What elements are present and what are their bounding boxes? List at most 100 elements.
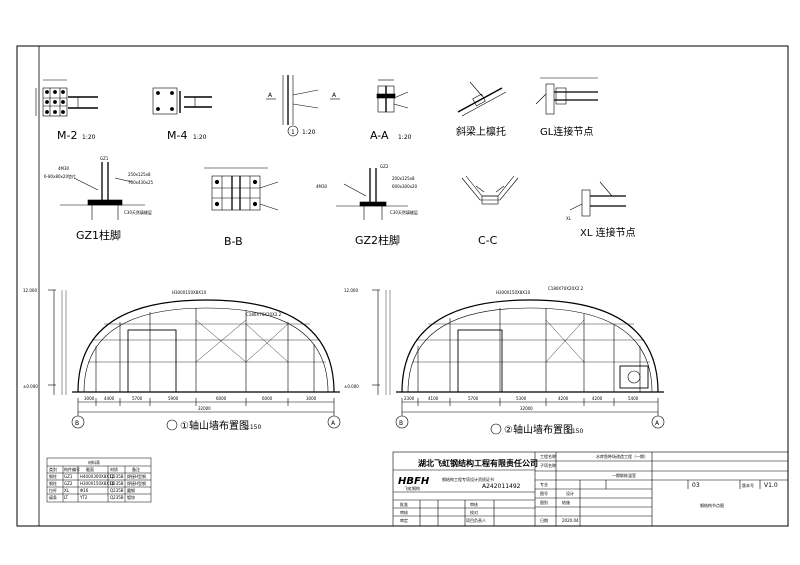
legend-header: 备注: [132, 466, 140, 472]
xl-tag: XL: [566, 216, 572, 221]
legend-cell: Q235B: [110, 481, 124, 486]
wall2-dim: 5300: [516, 396, 527, 401]
wall2-dim: 5700: [468, 396, 479, 401]
legend-header: 材质: [110, 466, 118, 472]
wall2-title: ②轴山墙布置图: [504, 423, 573, 436]
legend-cell: LT: [64, 495, 69, 500]
wall2-dim: 4200: [558, 396, 569, 401]
aa-scale: 1:20: [398, 134, 412, 141]
cc-name: C-C: [478, 234, 498, 247]
tb-mid-proof: 校对: [470, 509, 478, 515]
legend-table: [46, 457, 152, 503]
aa-name: A-A: [370, 129, 389, 142]
detail-cc: [461, 175, 519, 205]
company-logo-sub: 飞虹钢构: [404, 485, 420, 491]
legend-cell: 拉杆: [49, 487, 57, 493]
detail-aa: [376, 79, 409, 113]
outer-frame: [16, 45, 789, 527]
tb-drawing-name: 钢结构节点图: [700, 502, 724, 508]
m4-scale: 1:20: [193, 134, 207, 141]
detail-xl: [569, 181, 626, 217]
tb-date: 2020.04: [562, 518, 579, 523]
inner-frame: [38, 45, 789, 527]
legend-header: 构件编号: [64, 466, 80, 472]
detail-m2: [35, 79, 98, 117]
tb-ver: V1.0: [764, 482, 778, 489]
wall1-dim: 4400: [104, 396, 115, 401]
wall2-scale: 1:150: [566, 428, 583, 435]
legend-header-row: 类别 构件编号 截面 材质 备注: [49, 466, 140, 472]
legend-cell: Q235B: [110, 474, 124, 479]
detail-section-1: [266, 75, 340, 137]
wall2-cbar: C180X70X20X2.2: [548, 286, 584, 291]
cert-label: 钢结构工程专项设计资质证书: [442, 476, 494, 482]
wall1-elev-zero: ±0.000: [23, 384, 38, 389]
gz2-note-plate1: 200x125x8: [392, 176, 415, 181]
sec1-scale: 1:20: [302, 129, 316, 136]
legend-cell: Φ16: [80, 488, 89, 493]
legend-cell: H300X150X8X10: [80, 481, 115, 486]
detail-m4: [152, 87, 212, 115]
m4-name: M-4: [167, 129, 187, 142]
legend-cell: Q235B: [110, 488, 124, 493]
legend-cell: YT2: [79, 495, 88, 500]
detail-gz1: [60, 162, 145, 220]
legend-cell: GZ1: [64, 474, 73, 479]
wall1-dim: 3000: [306, 396, 317, 401]
legend-cell: GZ2: [64, 481, 73, 486]
tb-scale: 结施: [562, 499, 570, 505]
tb-drawing-label: 图号: [540, 490, 548, 496]
m2-scale: 1:20: [82, 134, 96, 141]
tb-date-label: 日期: [540, 517, 548, 523]
legend-cell: 焊接H型钢: [127, 480, 146, 486]
gz1-note-washer: 6-80x80x20垫片: [44, 173, 76, 179]
wall1-title-circle: [166, 419, 178, 431]
tb-spec-label: 专业: [540, 481, 548, 487]
wall1-dim: 5700: [132, 396, 143, 401]
legend-cell: Q235B: [110, 495, 124, 500]
wall1-dim: 6000: [262, 396, 273, 401]
wall2-dim: 5400: [628, 396, 639, 401]
company-logo: HBFH: [398, 476, 430, 487]
wall1-hbeam: H300X150X8X10: [172, 290, 207, 295]
tb-label-verify: 审定: [400, 517, 408, 523]
gz1-note-bolt: 4M30: [58, 166, 70, 171]
gz2-note-grout: C30天然填缝层: [390, 209, 418, 215]
wall1-dim: 6000: [216, 396, 227, 401]
legend-title: 材料表: [88, 459, 100, 465]
wall1-cbar: C180X70X20X2.2: [246, 312, 282, 317]
tb-project-label: 工程名称: [540, 453, 556, 459]
gz1-name: GZ1柱脚: [76, 228, 121, 242]
detail-beam-purlin: [457, 81, 507, 117]
wall2-drawing: [372, 289, 665, 429]
tb-mid-review: 审核: [470, 501, 478, 507]
wall2-title-circle: [490, 423, 502, 435]
wall1-dims: 3000 4400 5700 5900 6000 6000 3000 32000: [84, 396, 317, 411]
gl-name: GL连接节点: [540, 125, 593, 138]
tb-drawing-label-2: 设计: [566, 490, 574, 496]
beam-name: 斜梁上檩托: [456, 125, 506, 138]
wall2-hbeam: H300X150X8X10: [496, 290, 531, 295]
gz1-note-grout: C30天然填缝层: [124, 209, 152, 215]
wall2-axis-a: A: [655, 420, 660, 427]
wall1-drawing: [48, 289, 341, 429]
tb-project: 水库鱼种场改造工程（一期）: [596, 453, 648, 459]
legend-cell: 焊接H型钢: [127, 473, 146, 479]
tb-sub: 一期联栋温室: [612, 472, 636, 478]
wall2-elev-top: 12.000: [344, 288, 358, 293]
wall1-axis-b: B: [75, 420, 79, 427]
gz1-col-tag: GZ1: [100, 156, 109, 161]
wall1-scale: 1:150: [244, 424, 261, 431]
gz2-note-bolt: 4M30: [316, 184, 328, 189]
wall2-total: 32000: [520, 406, 533, 411]
sec1-num: 1: [291, 129, 295, 136]
company-name: 湖北飞虹钢结构工程有限责任公司: [418, 458, 538, 468]
wall2-dim: 4100: [428, 396, 439, 401]
tb-sub-label: 子项名称: [540, 462, 556, 468]
legend-cell: 圆钢: [127, 487, 135, 493]
tb-drawing-no: 03: [692, 482, 700, 489]
wall2-dims: 2300 4100 5700 5300 4200 4200 5400 32000: [404, 396, 639, 411]
wall2-dim: 4200: [592, 396, 603, 401]
